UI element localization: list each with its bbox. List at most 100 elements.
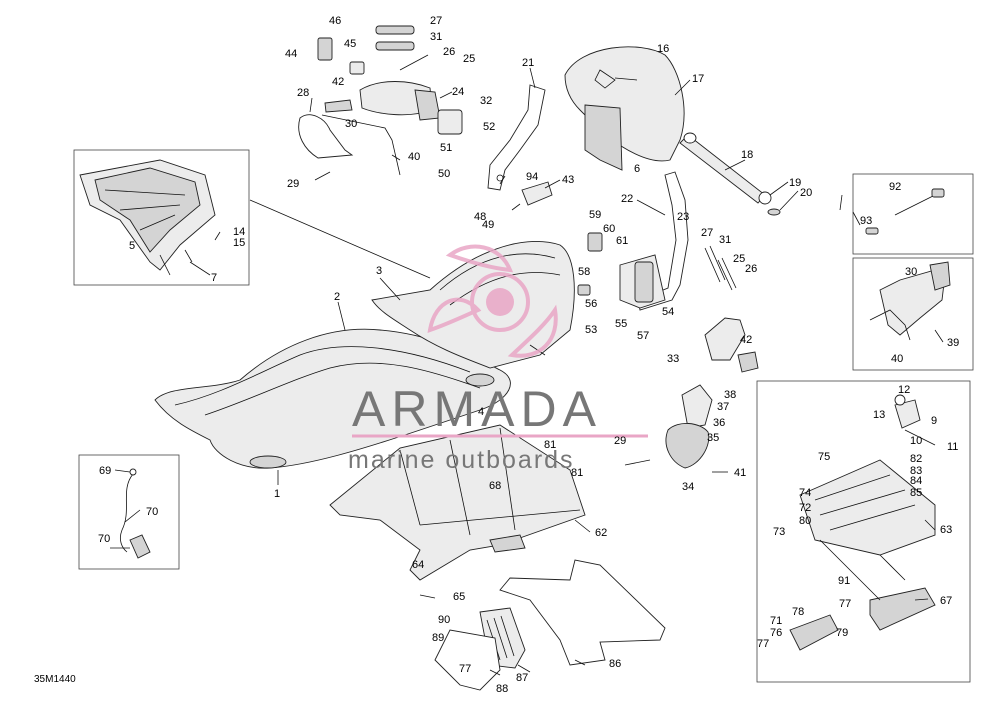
- callout-54: 54: [662, 306, 674, 318]
- callout-90: 90: [438, 614, 450, 626]
- callout-73: 73: [773, 526, 785, 538]
- callout-86: 86: [609, 658, 621, 670]
- bracket-part: [487, 84, 546, 191]
- callout-70a: 70: [146, 506, 158, 518]
- callout-30a: 30: [345, 118, 357, 130]
- callout-14: 14: [233, 226, 245, 238]
- callout-31b: 31: [719, 234, 731, 246]
- storage-bin-part: [434, 607, 526, 691]
- callout-38: 38: [724, 389, 736, 401]
- watermark-logo: [427, 244, 558, 358]
- callout-57: 57: [637, 330, 649, 342]
- callout-11: 11: [947, 441, 958, 453]
- seat-main-part: [154, 328, 511, 469]
- bar-27-part: [375, 25, 415, 35]
- callout-17: 17: [692, 73, 704, 85]
- callout-32: 32: [480, 95, 492, 107]
- callout-21: 21: [522, 57, 534, 69]
- callout-72: 72: [799, 502, 811, 514]
- callout-28: 28: [297, 87, 309, 99]
- inset-box-mounting-plate: [756, 380, 971, 683]
- callout-44: 44: [285, 48, 297, 60]
- callout-31a: 31: [430, 31, 442, 43]
- callout-4: 4: [478, 406, 484, 418]
- watermark-tagline: marine outboards: [348, 446, 575, 474]
- shaft-part: [679, 132, 781, 216]
- wiring-inset-part: [865, 188, 945, 235]
- callout-81a: 81: [544, 439, 556, 451]
- base-frame-part: [79, 159, 216, 276]
- callout-29b: 29: [614, 435, 626, 447]
- callout-42b: 42: [740, 334, 752, 346]
- callout-77c: 77: [757, 638, 769, 650]
- pad-mid-part: [737, 351, 759, 373]
- callout-56: 56: [585, 298, 597, 310]
- inset-box-ground-strap: [78, 454, 180, 570]
- callout-49: 49: [482, 219, 494, 231]
- callout-80: 80: [799, 515, 811, 527]
- callout-40b: 40: [891, 353, 903, 365]
- callout-85: 85: [910, 487, 922, 499]
- callout-74: 74: [799, 487, 811, 499]
- callout-59: 59: [589, 209, 601, 221]
- pad-part: [521, 181, 553, 206]
- ground-strap-inset-part: [119, 468, 151, 559]
- callout-89: 89: [432, 632, 444, 644]
- callout-9: 9: [931, 415, 937, 427]
- callout-33: 33: [667, 353, 679, 365]
- callout-46: 46: [329, 15, 341, 27]
- callout-43: 43: [562, 174, 574, 186]
- callout-62: 62: [595, 527, 607, 539]
- callout-6: 6: [634, 163, 640, 175]
- callout-26b: 26: [745, 263, 757, 275]
- callout-24: 24: [452, 86, 464, 98]
- inset-box-handle-detail: [852, 257, 974, 371]
- spring-31-part: [717, 257, 737, 291]
- callout-93: 93: [860, 215, 872, 227]
- callout-75: 75: [818, 451, 830, 463]
- inset-box-wiring: [852, 173, 974, 255]
- callout-20: 20: [800, 187, 812, 199]
- inset-box-base-frame: [73, 149, 250, 286]
- tray-part: [329, 424, 586, 581]
- callout-labels: 46 27 31 44 45 26 25 42 24 28 32 30 52 5…: [98, 15, 959, 695]
- callout-34: 34: [682, 481, 694, 493]
- callout-78: 78: [792, 606, 804, 618]
- mounting-plate-part: [789, 459, 936, 651]
- callout-82: 82: [910, 453, 922, 465]
- callout-22: 22: [621, 193, 633, 205]
- callout-12: 12: [898, 384, 910, 396]
- handle-detail-inset-part: [869, 261, 951, 341]
- connector-58-part: [577, 284, 591, 296]
- callout-52: 52: [483, 121, 495, 133]
- clip-44-part: [317, 37, 333, 61]
- drawing-code: 35M1440: [34, 674, 76, 685]
- callout-39: 39: [947, 337, 959, 349]
- callout-25b: 25: [733, 253, 745, 265]
- callout-67: 67: [940, 595, 952, 607]
- callout-50: 50: [438, 168, 450, 180]
- callout-7: 7: [211, 272, 217, 284]
- callout-23: 23: [677, 211, 689, 223]
- callout-92: 92: [889, 181, 901, 193]
- callout-26a: 26: [443, 46, 455, 58]
- callout-35: 35: [707, 432, 719, 444]
- callout-70b: 70: [98, 533, 110, 545]
- callout-77a: 77: [459, 663, 471, 675]
- handle-mid-part: [704, 317, 746, 361]
- callout-41: 41: [734, 467, 746, 479]
- cover-32-part: [437, 109, 463, 135]
- callout-81b: 81: [571, 467, 583, 479]
- callout-55: 55: [615, 318, 627, 330]
- callout-94: 94: [526, 171, 538, 183]
- callout-69: 69: [99, 465, 111, 477]
- callout-76: 76: [770, 627, 782, 639]
- callout-36: 36: [713, 417, 725, 429]
- callout-5: 5: [129, 240, 135, 252]
- callout-64: 64: [412, 559, 424, 571]
- callout-18: 18: [741, 149, 753, 161]
- callout-79: 79: [836, 627, 848, 639]
- floor-mat-part: [499, 559, 666, 666]
- grab-handle-top-part: [298, 81, 441, 176]
- callout-91: 91: [838, 575, 850, 587]
